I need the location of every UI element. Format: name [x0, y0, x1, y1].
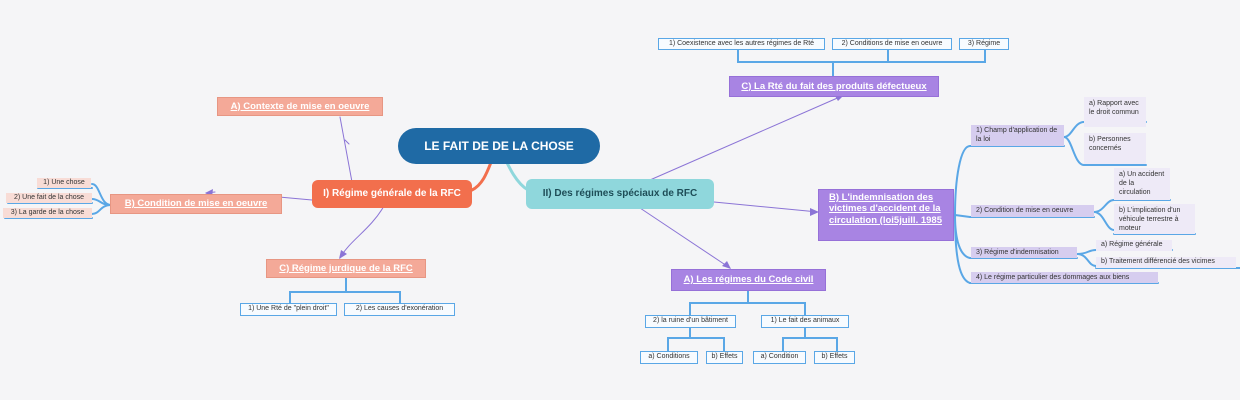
right-b-item-1[interactable]: 1) Champ d'application de la loi	[971, 125, 1064, 146]
right-topic-b[interactable]: B) L'indemnisation des victimes d'accide…	[818, 189, 954, 241]
right-a2-sub-a[interactable]: a) Condition	[753, 351, 806, 364]
right-a1-sub-a[interactable]: a) Conditions	[640, 351, 698, 364]
right-topic-a[interactable]: A) Les régimes du Code civil	[671, 269, 826, 291]
link-rb3-subs	[1076, 249, 1097, 267]
arrow-left-c	[339, 250, 347, 259]
left-topic-a[interactable]: A) Contexte de mise en oeuvre	[217, 97, 383, 116]
right-main-topic[interactable]: II) Des régimes spéciaux de RFC	[526, 179, 714, 209]
right-c-item-1[interactable]: 1) Coexistence avec les autres régimes d…	[658, 38, 825, 50]
right-a-item-1[interactable]: 2) la ruine d'un bâtiment	[645, 315, 736, 328]
left-c-item-1[interactable]: 1) Une Rté de "plein droit"	[240, 303, 337, 316]
right-topic-c[interactable]: C) La Rté du fait des produits défectueu…	[729, 76, 939, 97]
right-b3-sub-a[interactable]: a) Régime générale	[1096, 240, 1172, 251]
left-topic-c[interactable]: C) Régime jurdique de la RFC	[266, 259, 426, 278]
left-c-item-2[interactable]: 2) Les causes d'exonération	[344, 303, 455, 316]
right-b-item-3[interactable]: 3) Régime d'indemnisation	[971, 247, 1077, 258]
left-b-item-2[interactable]: 2) Une fait de la chose	[6, 193, 92, 203]
right-a1-sub-b[interactable]: b) Effets	[706, 351, 743, 364]
link-right-c	[649, 95, 843, 181]
right-c-item-3[interactable]: 3) Régime	[959, 38, 1009, 50]
link-left-a	[339, 116, 353, 183]
link-right-a	[639, 207, 731, 269]
link-rb-items	[954, 145, 971, 284]
link-ra-items	[689, 290, 806, 316]
right-b1-sub-b[interactable]: b) Personnes concernés	[1084, 133, 1146, 164]
left-b-item-3[interactable]: 3) La garde de la chose	[3, 208, 92, 218]
arrow-right-a	[722, 261, 731, 269]
right-a2-sub-b[interactable]: b) Effets	[814, 351, 855, 364]
right-c-item-2[interactable]: 2) Conditions de mise en oeuvre	[832, 38, 952, 50]
link-lc-items	[289, 277, 401, 304]
link-rc-items	[737, 49, 986, 77]
right-b2-sub-a[interactable]: a) Un accident de la circulation	[1114, 168, 1170, 200]
left-main-topic[interactable]: I) Régime générale de la RFC	[312, 180, 472, 208]
right-b-item-2[interactable]: 2) Condition de mise en oeuvre	[971, 205, 1094, 217]
left-b-item-1[interactable]: 1) Une chose	[37, 178, 91, 188]
right-b1-sub-a[interactable]: a) Rapport avec le droit commun	[1084, 97, 1146, 127]
link-ra1-subs	[667, 327, 725, 352]
right-a-item-2[interactable]: 1) Le fait des animaux	[761, 315, 849, 328]
central-topic[interactable]: LE FAIT DE DE LA CHOSE	[398, 128, 600, 164]
right-b2-sub-b[interactable]: b) L'implication d'un véhicule terrestre…	[1114, 204, 1195, 234]
right-b3-sub-b[interactable]: b) Traitement différencié des vicimes	[1096, 257, 1236, 268]
link-lb-items	[91, 183, 112, 215]
link-right-b	[713, 201, 819, 213]
arrow-right-b	[810, 208, 819, 216]
left-topic-b[interactable]: B) Condition de mise en oeuvre	[110, 194, 282, 214]
link-ra2-subs	[782, 327, 838, 352]
right-b-item-4[interactable]: 4) Le régime particulier des dommages au…	[971, 272, 1158, 283]
link-rb1-subs	[1063, 121, 1085, 166]
link-left-c	[339, 205, 385, 259]
link-rb2-subs	[1093, 199, 1115, 231]
